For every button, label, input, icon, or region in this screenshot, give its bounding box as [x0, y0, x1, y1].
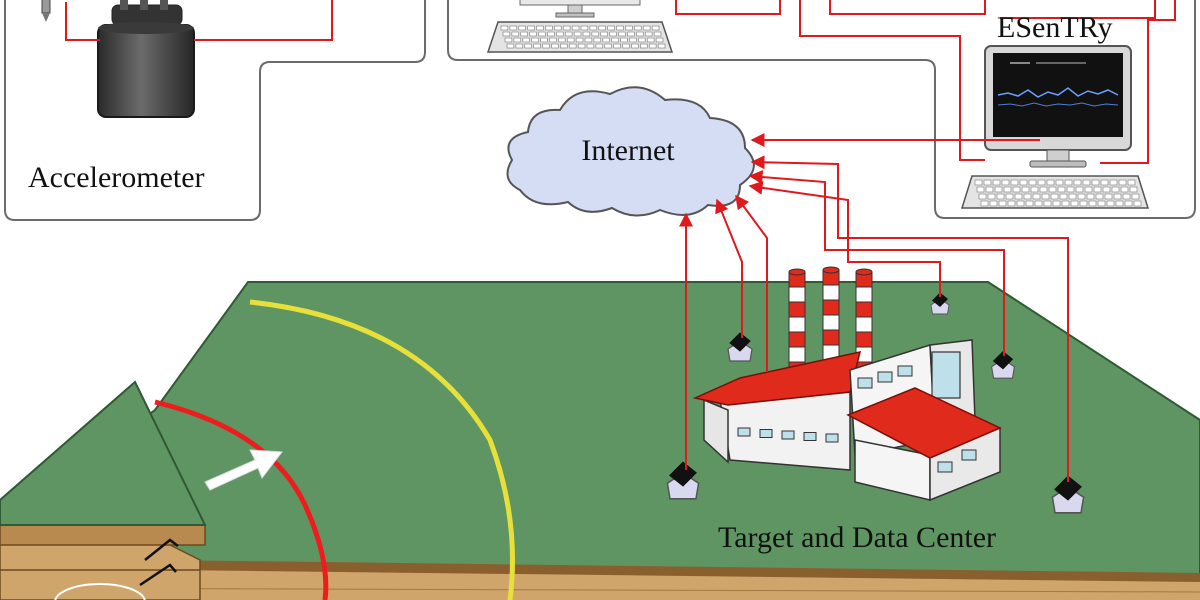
signal-wire [829, 0, 986, 15]
signal-wire [1000, 0, 1156, 19]
signal-wire [799, 0, 985, 161]
window [937, 461, 953, 473]
accelerometer-label: Accelerometer [28, 161, 205, 194]
sensor-icon [1051, 475, 1085, 514]
keyboard-icon [960, 175, 1150, 209]
data-link-arrow [748, 180, 941, 297]
factory-icon [692, 266, 1002, 502]
data-link-arrow [715, 198, 743, 338]
window [803, 432, 817, 441]
sensor-wire [194, 0, 333, 41]
chimney [855, 268, 873, 378]
data-link-arrow [748, 170, 1005, 356]
internet-label: Internet [581, 134, 675, 167]
wave-arrow-icon [204, 449, 283, 491]
window [759, 429, 773, 438]
sensor-wire [65, 2, 100, 41]
window [825, 433, 839, 443]
computer-icon [519, 0, 641, 18]
sensor-icon [727, 332, 753, 362]
keyboard-icon [486, 21, 674, 53]
seismic-wave-yellow [249, 299, 515, 600]
window [877, 371, 893, 383]
seismic-wave-red [154, 399, 329, 600]
sensor-icon [990, 350, 1016, 379]
ground-block [0, 281, 1200, 600]
window [961, 449, 977, 461]
monitor-icon [984, 45, 1132, 168]
data-link-arrow [735, 194, 768, 372]
window [857, 377, 873, 389]
chimney [788, 268, 806, 378]
sensor-icon [666, 461, 700, 500]
target-label: Target and Data Center [718, 521, 996, 554]
data-link-arrow [750, 155, 1069, 482]
window [781, 430, 795, 440]
window [897, 365, 913, 377]
window [737, 427, 751, 437]
signal-wire [675, 0, 781, 15]
cloud-icon [506, 86, 755, 217]
signal-wire [1100, 0, 1176, 164]
esentry-label: ESenTRy [997, 11, 1112, 44]
accelerometer-icon [41, 0, 195, 118]
sensor-icon [930, 292, 950, 315]
